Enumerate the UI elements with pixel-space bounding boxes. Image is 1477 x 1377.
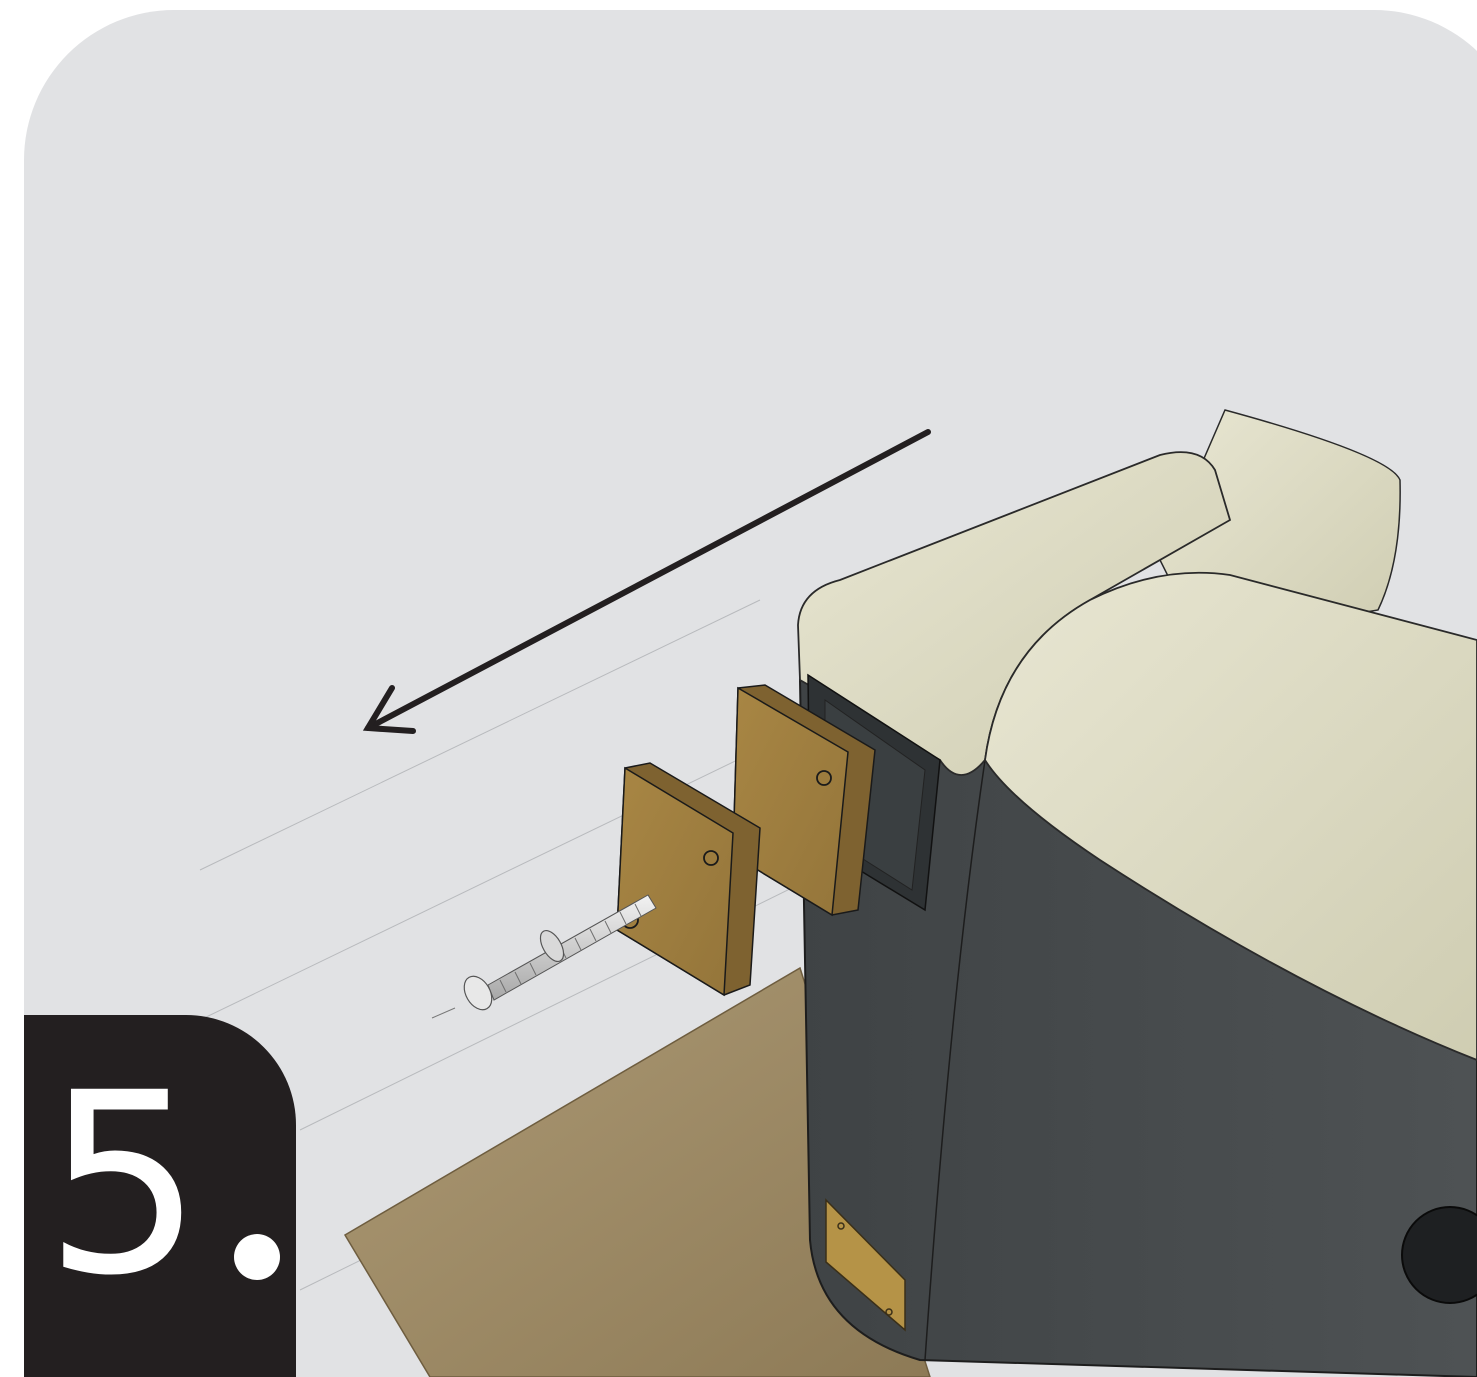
step-number: 5 xyxy=(44,1060,197,1310)
screw-icon xyxy=(432,895,656,1018)
step-dot xyxy=(234,1234,280,1280)
